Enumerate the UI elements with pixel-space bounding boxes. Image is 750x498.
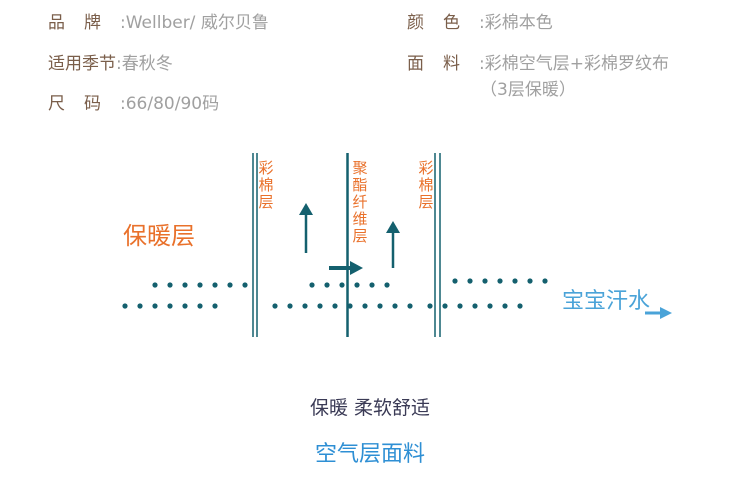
layer-label-cotton-right: 彩棉层: [418, 159, 434, 211]
color-label: 颜色: [407, 13, 479, 33]
layer-label-cotton-left: 彩棉层: [258, 159, 274, 211]
fiber-dot: [302, 303, 308, 309]
fiber-dot: [152, 282, 158, 288]
baby-sweat-label: 宝宝汗水: [562, 289, 651, 314]
size-value: :66/80/90码: [120, 94, 220, 114]
fiber-dot: [482, 278, 488, 284]
fiber-dot: [287, 303, 293, 309]
fiber-dot: [542, 278, 548, 284]
fiber-dot: [427, 303, 433, 309]
size-label: 尺码: [48, 94, 120, 114]
fiber-dot: [272, 303, 278, 309]
layer-label-polyester: 聚酯纤维层: [352, 159, 368, 245]
spec-color: 颜色:彩棉本色: [407, 8, 553, 33]
color-value: :彩棉本色: [479, 13, 553, 33]
fiber-dot: [309, 282, 315, 288]
fiber-dot: [442, 303, 448, 309]
fiber-dot: [392, 303, 398, 309]
fiber-dot: [332, 303, 338, 309]
fiber-dot: [212, 303, 218, 309]
fiber-dot: [122, 303, 128, 309]
fiber-dot: [242, 282, 248, 288]
fiber-dot: [377, 303, 383, 309]
season-value: :春秋冬: [116, 54, 173, 74]
warm-layer-label: 保暖层: [123, 222, 195, 250]
fiber-dot: [369, 282, 375, 288]
layer-divider-lines: [252, 153, 441, 337]
fiber-dot: [487, 303, 493, 309]
spec-season: 适用季节:春秋冬: [48, 49, 173, 74]
fiber-dot: [472, 303, 478, 309]
fiber-dot: [497, 278, 503, 284]
fiber-dot: [137, 303, 143, 309]
spec-brand: 品牌:Wellber/ 威尔贝鲁: [48, 8, 269, 33]
feature-caption: 保暖 柔软舒适: [309, 397, 431, 419]
fiber-dot: [362, 303, 368, 309]
fabric-value: :彩棉空气层+彩棉罗纹布: [479, 54, 669, 74]
fiber-dot: [354, 282, 360, 288]
fiber-dot: [227, 282, 233, 288]
fiber-dot: [407, 303, 413, 309]
moisture-up-arrow-left: [299, 203, 313, 253]
moisture-right-arrow: [329, 261, 363, 275]
fiber-dot: [182, 303, 188, 309]
sweat-arrow-icon: [645, 307, 672, 319]
fabric-title-caption: 空气层面料: [314, 442, 425, 467]
fiber-dot: [167, 303, 173, 309]
fiber-dot: [197, 303, 203, 309]
moisture-up-arrow-right: [386, 221, 400, 268]
fiber-dot: [467, 278, 473, 284]
fiber-dot: [512, 278, 518, 284]
fabric-note: （3层保暖）: [480, 80, 576, 100]
fiber-dot: [152, 303, 158, 309]
fiber-dot: [452, 278, 458, 284]
fiber-dot: [197, 282, 203, 288]
fabric-label: 面料: [407, 54, 479, 74]
fiber-dot: [317, 303, 323, 309]
fiber-dot: [527, 278, 533, 284]
spec-size: 尺码:66/80/90码: [48, 89, 219, 114]
season-label: 适用季节: [48, 54, 116, 74]
fiber-dot: [324, 282, 330, 288]
fiber-dot: [167, 282, 173, 288]
fiber-dot: [347, 303, 353, 309]
fiber-dot: [212, 282, 218, 288]
fiber-dot: [384, 282, 390, 288]
fiber-dot: [182, 282, 188, 288]
fiber-dot: [502, 303, 508, 309]
fiber-dot: [457, 303, 463, 309]
fiber-dots: [122, 278, 548, 309]
fiber-dot: [517, 303, 523, 309]
spec-fabric: 面料:彩棉空气层+彩棉罗纹布: [407, 49, 669, 74]
brand-value: :Wellber/ 威尔贝鲁: [120, 13, 269, 33]
fiber-dot: [339, 282, 345, 288]
brand-label: 品牌: [48, 13, 120, 33]
